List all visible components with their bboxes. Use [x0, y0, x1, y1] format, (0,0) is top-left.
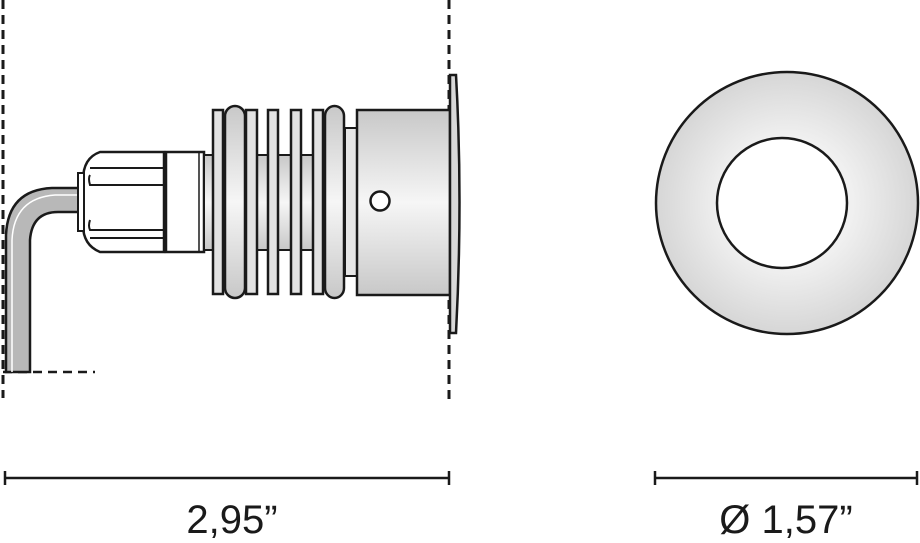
body-collar — [344, 127, 358, 277]
length-dimension-label: 2,95” — [186, 498, 278, 542]
length-dimension-line — [3, 471, 451, 485]
heatsink-fin — [289, 108, 303, 296]
heatsink-fin — [244, 108, 259, 296]
o-ring — [323, 104, 346, 300]
heatsink-fin — [311, 108, 325, 296]
cable — [4, 186, 82, 374]
body-hole — [369, 190, 391, 212]
connector-block — [164, 150, 206, 254]
diameter-dimension-label: Ø 1,57” — [719, 498, 853, 542]
heatsink-fin — [211, 108, 225, 296]
o-ring — [223, 104, 247, 300]
front-view-lens-opening — [715, 136, 849, 270]
heatsink-fin — [266, 108, 280, 296]
diameter-dimension-line — [653, 471, 919, 485]
trim-flange — [448, 73, 461, 335]
